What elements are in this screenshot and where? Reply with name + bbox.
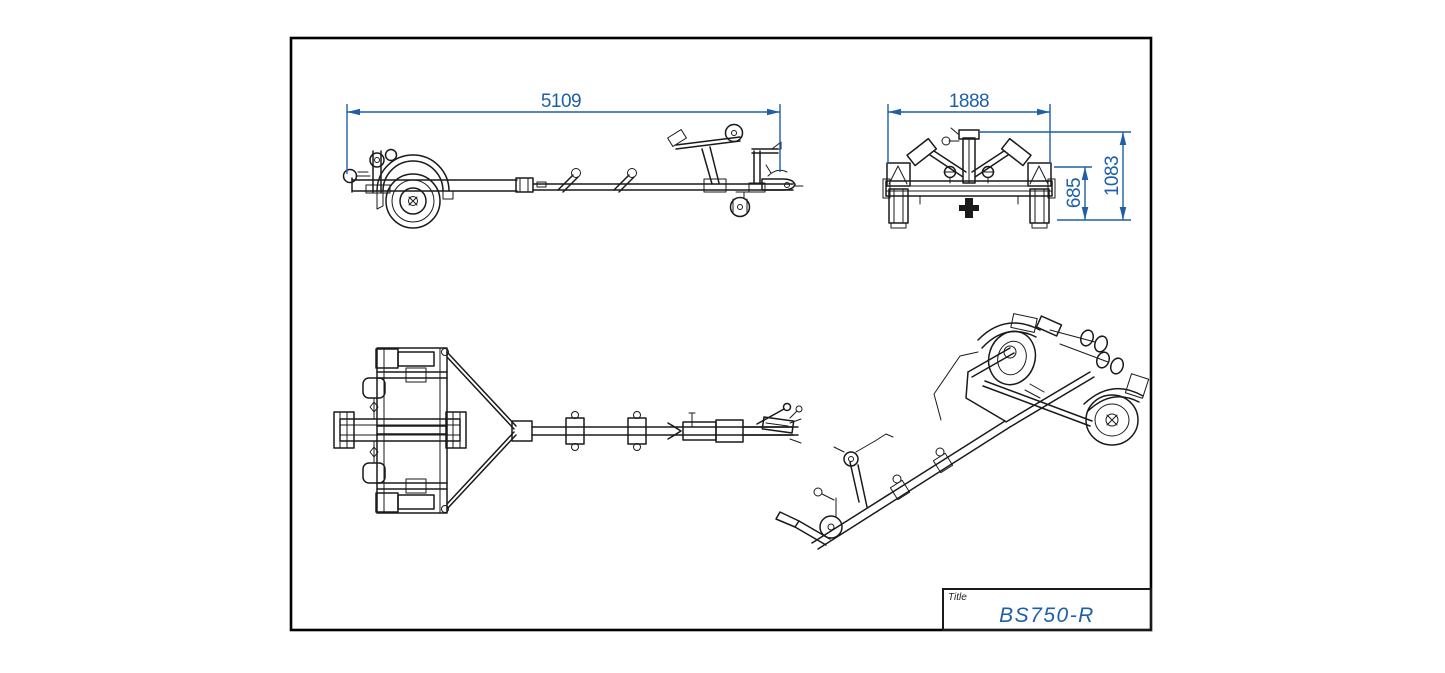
title-block-value: BS750-R bbox=[999, 604, 1095, 627]
dim-overall-width: 1888 bbox=[887, 91, 1051, 164]
arrow-down-icon bbox=[1119, 207, 1127, 220]
sheet-frame bbox=[289, 36, 1153, 632]
dim-value-overall-width: 1888 bbox=[949, 91, 989, 112]
arrow-up-icon bbox=[1119, 132, 1127, 145]
arrow-up-icon bbox=[1081, 167, 1089, 180]
top-view bbox=[333, 347, 802, 514]
rear-view bbox=[882, 127, 1056, 229]
arrow-down-icon bbox=[1081, 207, 1089, 220]
dim-value-overall-height: 1083 bbox=[1102, 156, 1123, 196]
title-block-label: Title bbox=[948, 592, 967, 603]
isometric-view bbox=[761, 313, 1150, 550]
arrow-right-icon bbox=[767, 108, 780, 116]
title-block-box bbox=[942, 588, 1152, 631]
side-view bbox=[342, 123, 804, 229]
arrow-left-icon bbox=[888, 108, 901, 116]
arrow-right-icon bbox=[1037, 108, 1050, 116]
dim-value-overall-length: 5109 bbox=[541, 91, 581, 112]
title-block: Title BS750-R bbox=[942, 588, 1152, 631]
dim-overall-length: 5109 bbox=[346, 91, 781, 174]
dim-value-height-to-frame: 685 bbox=[1064, 178, 1085, 208]
dim-overall-height: 1083 bbox=[980, 131, 1131, 221]
arrow-left-icon bbox=[347, 108, 360, 116]
dim-height-to-frame: 685 bbox=[1054, 166, 1092, 220]
